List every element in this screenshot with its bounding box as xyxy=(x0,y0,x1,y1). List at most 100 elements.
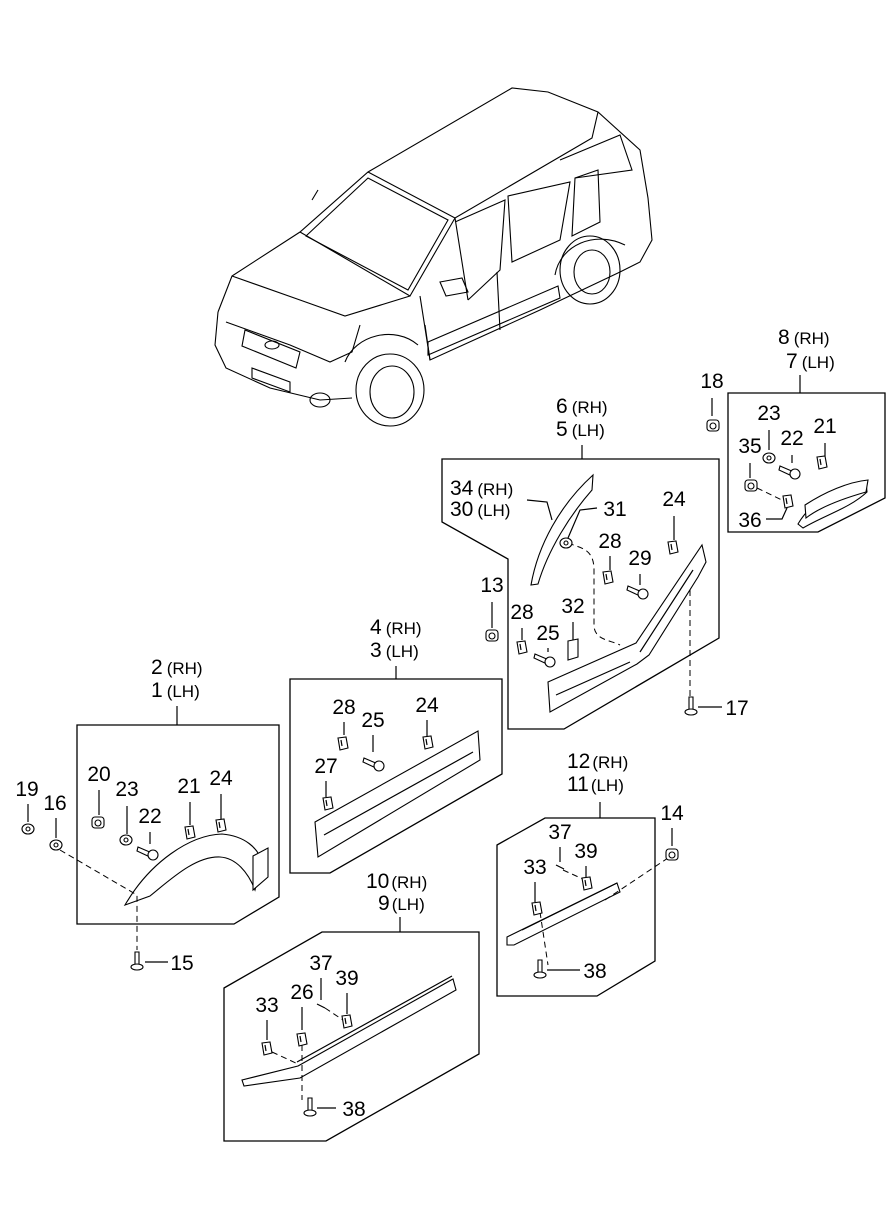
part-number-label: 23 xyxy=(757,402,780,425)
part-number-label: 22 xyxy=(780,427,803,450)
clip-icon xyxy=(667,540,679,555)
part-number-label: 29 xyxy=(628,547,651,570)
callout-12: 32 xyxy=(561,595,585,661)
clip-icon xyxy=(341,1014,353,1029)
clip-icon xyxy=(422,735,434,750)
nut-icon xyxy=(665,848,679,861)
pin-icon xyxy=(555,864,565,870)
svg-text:8(RH): 8(RH) xyxy=(778,326,830,349)
callout-1: 23 xyxy=(757,402,781,464)
callout-26: 15 xyxy=(130,951,194,975)
callout-8: 28 xyxy=(598,530,622,585)
washer-icon xyxy=(762,452,776,464)
clip-icon xyxy=(816,455,828,470)
group-label-8-7: 8(RH) 7(LH) xyxy=(778,326,835,373)
nut-icon xyxy=(91,816,105,829)
callout-9: 29 xyxy=(626,547,652,600)
washer-icon xyxy=(119,834,133,846)
part-number-label: 20 xyxy=(87,763,110,786)
part-number-label: 24 xyxy=(415,694,439,717)
group-label-6-5: 6(RH) 5(LH) xyxy=(556,395,608,441)
part-number-label: 39 xyxy=(574,840,597,863)
clip-icon xyxy=(602,570,614,585)
nut-icon xyxy=(706,419,720,432)
callout-4: 35 xyxy=(738,435,762,492)
front-door-molding xyxy=(314,730,481,858)
nut-icon xyxy=(744,479,758,492)
svg-text:1(LH): 1(LH) xyxy=(151,679,200,702)
sub-group-label-34-30: 34(RH) 30(LH) xyxy=(450,477,513,521)
bolt-icon xyxy=(136,846,159,861)
group-label-10-9: 10(RH) 9(LH) xyxy=(366,870,427,915)
callout-15: 28 xyxy=(332,696,356,751)
bolt-icon xyxy=(778,465,801,480)
group-box-10-9 xyxy=(223,931,480,1142)
part-number-label: 18 xyxy=(700,370,723,393)
svg-text:11(LH): 11(LH) xyxy=(567,773,624,796)
screw-icon xyxy=(533,959,547,979)
part-number-label: 33 xyxy=(255,994,278,1017)
part-number-label: 19 xyxy=(15,778,38,801)
part-number-label: 25 xyxy=(361,709,384,732)
callout-0: 18 xyxy=(700,370,724,432)
rear-side-sill-molding xyxy=(506,882,621,946)
part-number-label: 31 xyxy=(603,498,626,521)
part-number-label: 27 xyxy=(314,755,337,778)
clip-icon xyxy=(782,494,794,509)
callout-3: 21 xyxy=(813,415,837,470)
callout-25: 16 xyxy=(43,792,67,851)
part-number-label: 21 xyxy=(177,775,200,798)
part-number-label: 14 xyxy=(660,802,684,825)
group-box-8-7 xyxy=(727,392,886,533)
part-number-label: 28 xyxy=(598,530,621,553)
clip-icon xyxy=(516,640,528,655)
callout-36: 38 xyxy=(303,1097,366,1121)
rear-wheel-arch-molding xyxy=(797,479,869,529)
part-number-label: 23 xyxy=(115,778,138,801)
part-number-label: 38 xyxy=(583,960,606,983)
callout-29: 39 xyxy=(574,840,598,891)
svg-text:9(LH): 9(LH) xyxy=(378,892,425,915)
clip-icon xyxy=(322,796,334,811)
washer-icon xyxy=(559,537,573,549)
callout-32: 37 xyxy=(309,952,333,1009)
callout-30: 33 xyxy=(523,856,547,916)
group-label-12-11: 12(RH) 11(LH) xyxy=(567,750,628,796)
group-label-4-3: 4(RH) 3(LH) xyxy=(370,616,422,662)
part-number-label: 25 xyxy=(536,622,559,645)
callout-19: 20 xyxy=(87,763,111,829)
callout-18: 27 xyxy=(314,755,338,811)
callout-24: 19 xyxy=(15,778,39,835)
group-box-4-3 xyxy=(289,678,503,874)
clip-icon xyxy=(261,1041,273,1056)
group-box-12-11 xyxy=(496,817,656,997)
washer-icon xyxy=(21,823,35,835)
clip-icon xyxy=(296,1032,308,1047)
svg-text:7(LH): 7(LH) xyxy=(786,350,835,373)
clip-icon xyxy=(531,901,543,916)
part-number-label: 22 xyxy=(138,805,161,828)
callout-34: 26 xyxy=(290,981,314,1047)
part-number-label: 39 xyxy=(335,967,358,990)
part-number-label: 36 xyxy=(738,509,761,532)
svg-text:10(RH): 10(RH) xyxy=(366,870,427,893)
callout-14: 17 xyxy=(684,696,749,720)
bolt-icon xyxy=(362,757,385,772)
part-number-label: 24 xyxy=(662,488,686,511)
bolt-icon xyxy=(533,653,556,668)
part-number-label: 37 xyxy=(309,952,332,975)
callout-33: 39 xyxy=(335,967,359,1029)
callout-13: 25 xyxy=(533,622,560,668)
callout-17: 24 xyxy=(415,694,439,750)
nut-icon xyxy=(485,629,499,642)
leader-line xyxy=(567,507,598,539)
vehicle-illustration xyxy=(214,87,653,427)
callout-22: 21 xyxy=(177,775,201,840)
svg-text:2(RH): 2(RH) xyxy=(151,656,203,679)
part-number-label: 16 xyxy=(43,792,66,815)
callout-23: 24 xyxy=(209,767,233,833)
part-number-label: 15 xyxy=(170,952,193,975)
